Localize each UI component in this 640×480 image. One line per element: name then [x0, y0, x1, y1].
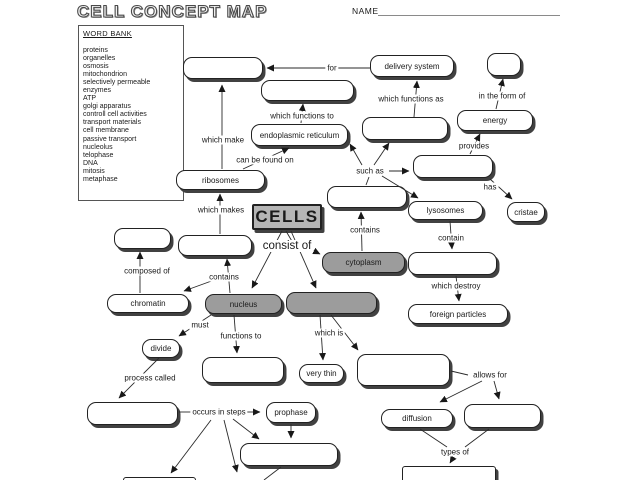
word-bank-item: nucleolus [83, 143, 113, 151]
node-prophase: prophase [266, 402, 316, 423]
word-bank-item: selectively permeable [83, 79, 151, 87]
label-for: for [325, 63, 339, 73]
node-blank-process [87, 402, 178, 425]
label-in-the-form-of: in the form of [476, 91, 528, 101]
label-which-destroy: which destroy [429, 281, 483, 291]
word-bank-item: metaphase [83, 175, 118, 183]
label-contains-left: contains [207, 272, 241, 282]
word-bank-item: golgi apparatus [83, 103, 131, 111]
label-has: has [481, 182, 499, 192]
node-blank-passive-transport [402, 466, 496, 480]
node-blank-top-left [183, 57, 263, 79]
label-must: must [189, 320, 211, 330]
node-blank-bottom-left [123, 477, 196, 480]
name-label: NAME [352, 6, 379, 16]
word-bank-item: cell membrane [83, 127, 129, 135]
word-bank-header: WORD BANK [83, 29, 132, 38]
node-divide: divide [142, 339, 180, 358]
node-foreign-particles: foreign particles [408, 304, 508, 324]
label-can-be-found-on: can be found on [234, 155, 296, 165]
word-bank-item: controll cell activities [83, 111, 147, 119]
word-bank-item: organelles [83, 55, 116, 63]
label-allows-for: allows for [471, 370, 509, 380]
word-bank-item: mitochondrion [83, 71, 127, 79]
node-blank-nucleolus [178, 235, 252, 256]
node-very-thin: very thin [299, 364, 344, 383]
node-blank-organelles [327, 186, 407, 208]
node-blank-cell-membrane [286, 292, 377, 314]
node-diffusion: diffusion [381, 409, 453, 428]
label-types-of: types of [438, 447, 472, 457]
word-bank-item: enzymes [83, 87, 112, 95]
node-cristae: cristae [507, 202, 545, 222]
label-which-makes: which makes [195, 205, 247, 215]
label-contain: contain [436, 233, 466, 243]
node-blank-selectively-permeable [357, 354, 450, 386]
label-which-make: which make [199, 135, 247, 145]
word-bank-item: mitosis [83, 167, 105, 175]
node-ribosomes: ribosomes [176, 170, 265, 190]
word-bank-item: proteins [83, 47, 108, 54]
node-blank-functions-as [362, 117, 448, 140]
word-bank-item: ATP [83, 95, 97, 103]
label-which-functions-to: which functions to [268, 111, 336, 121]
word-bank-item: osmosis [83, 63, 109, 71]
label-functions-to: functions to [218, 331, 264, 341]
node-blank-functions-to [202, 357, 284, 383]
node-blank-osmosis [464, 404, 541, 428]
label-process-called: process called [122, 373, 178, 383]
label-such-as: such as [354, 166, 386, 176]
word-bank-item: DNA [83, 159, 98, 167]
label-consist-of: consist of [260, 240, 314, 252]
node-delivery-system: delivery system [370, 55, 454, 77]
node-cytoplasm: cytoplasm [322, 252, 405, 273]
word-bank-item: transport materials [83, 119, 141, 127]
node-blank-under-top-left [261, 80, 354, 101]
node-cells: CELLS [252, 204, 322, 230]
node-blank-mitochondria [413, 155, 493, 178]
name-blank-line [378, 15, 560, 16]
label-occurs-in-steps: occurs in steps [190, 407, 248, 417]
label-which-is: which is [312, 328, 346, 338]
name-row: NAME [352, 6, 560, 16]
label-which-functions-as: which functions as [376, 94, 446, 104]
node-blank-dna [114, 228, 171, 249]
node-energy: energy [457, 110, 533, 131]
node-blank-contain [408, 252, 497, 275]
node-lysosomes: lysosomes [408, 201, 483, 220]
word-bank-item: telophase [83, 151, 114, 159]
word-bank-item: passive transport [83, 135, 137, 143]
node-blank-top-right [487, 53, 521, 76]
node-blank-step2 [240, 443, 338, 466]
page-title: CELL CONCEPT MAP [76, 1, 268, 21]
label-contains-right: contains [348, 225, 382, 235]
label-provides: provides [456, 141, 492, 151]
node-endoplasmic-reticulum: endoplasmic reticulum [251, 124, 348, 146]
label-composed-of: composed of [122, 266, 172, 276]
node-nucleus: nucleus [205, 294, 282, 314]
node-chromatin: chromatin [107, 294, 189, 313]
